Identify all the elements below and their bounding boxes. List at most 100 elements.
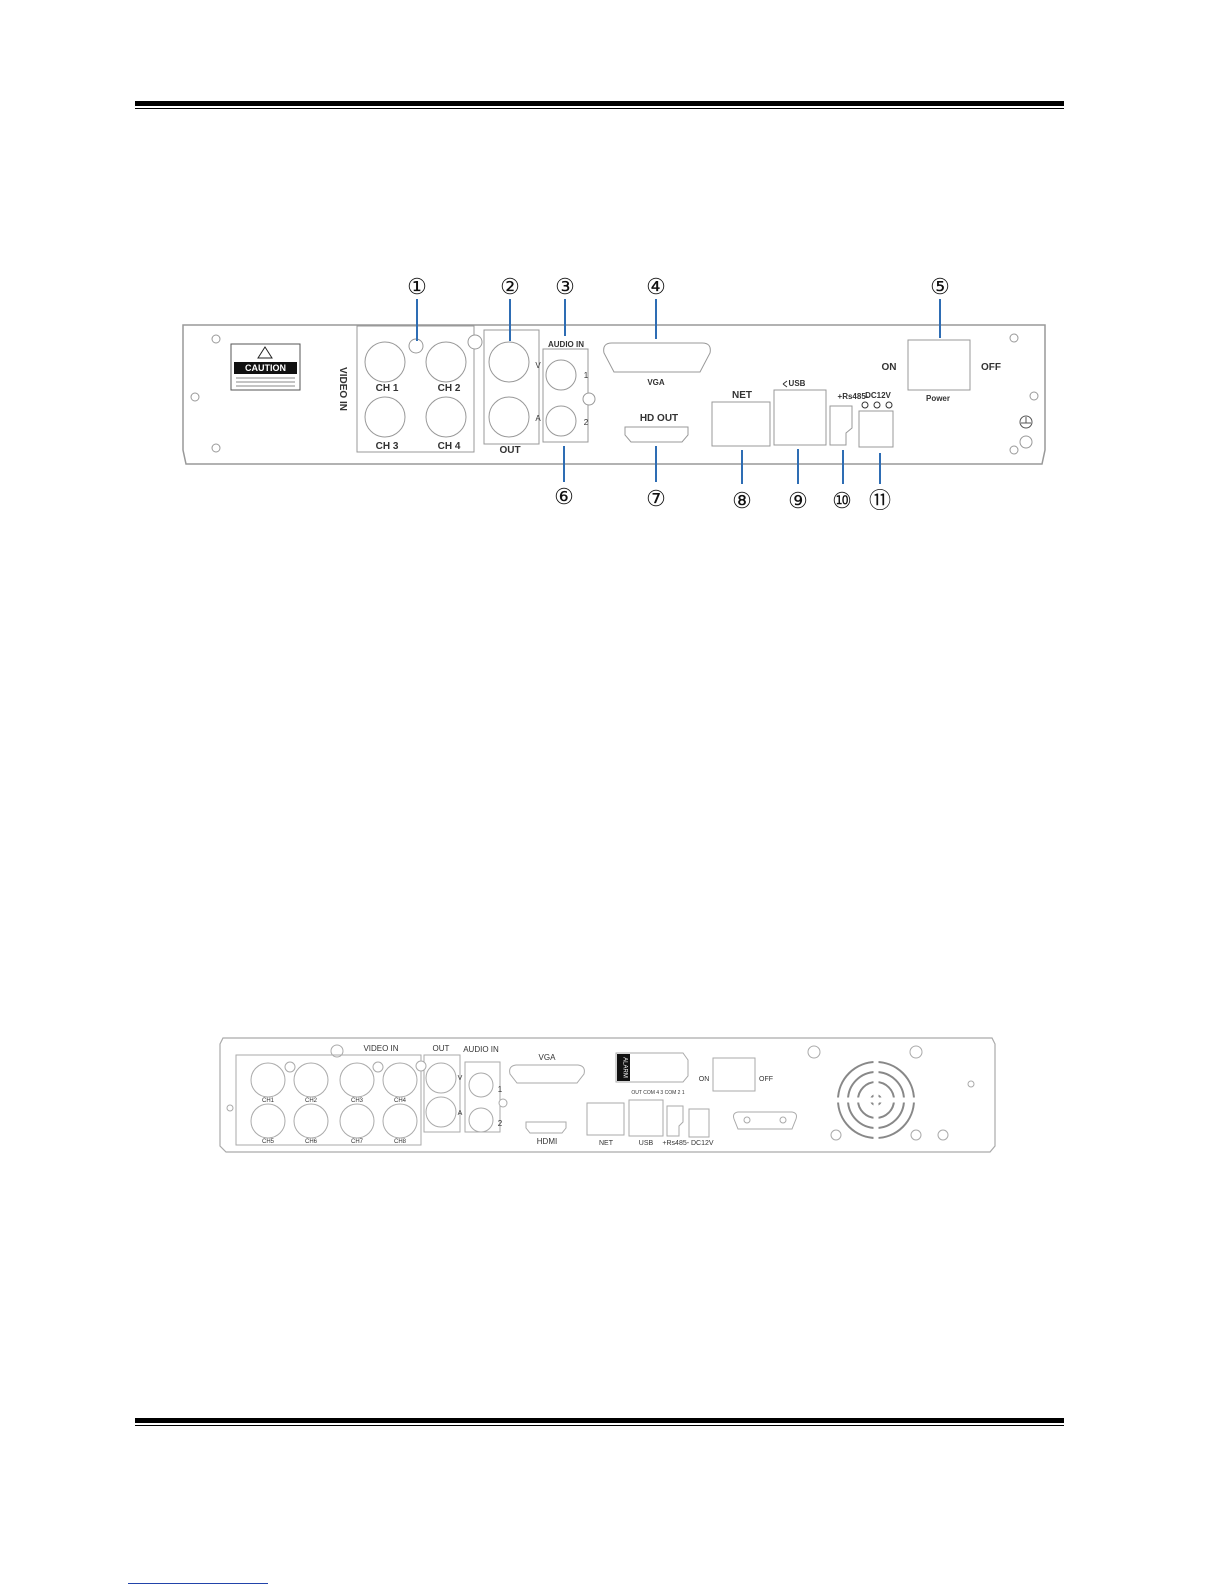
bnc-ch4 (426, 397, 466, 437)
power-switch (713, 1058, 755, 1091)
a-label: A (458, 1110, 463, 1117)
power-switch (908, 340, 970, 390)
callout-7: ⑦ (646, 486, 666, 511)
rca-audio-in-1 (469, 1073, 493, 1097)
footer-underline (128, 1583, 268, 1584)
bnc-ch2 (426, 342, 466, 382)
ch-label: CH4 (394, 1098, 407, 1104)
callout-9: ⑨ (788, 488, 808, 513)
callout-2: ② (500, 274, 520, 299)
a-label: A (535, 414, 541, 423)
led-hole (285, 1062, 295, 1072)
rca-audio-in-2 (469, 1108, 493, 1132)
hdmi-port (526, 1122, 566, 1133)
led-hole (409, 339, 423, 353)
usb-label: USB (639, 1140, 654, 1147)
vga-port (510, 1065, 585, 1083)
vga-label: VGA (647, 378, 665, 387)
net-label: NET (599, 1140, 614, 1147)
ch-label: CH 1 (376, 383, 399, 394)
led-hole (373, 1062, 383, 1072)
callout-1: ① (407, 274, 427, 299)
ch-label: CH5 (262, 1139, 275, 1145)
led-hole (583, 393, 595, 405)
off-label: OFF (759, 1076, 773, 1083)
bnc-ch4 (383, 1063, 417, 1097)
audio-in-label: AUDIO IN (548, 340, 584, 349)
rj45-port (712, 402, 770, 446)
rs485-label: +Rs485- (838, 392, 869, 401)
ch-label: CH3 (351, 1098, 364, 1104)
v-label: V (458, 1075, 463, 1082)
led-hole (499, 1099, 507, 1107)
power-label: Power (926, 394, 950, 403)
v-label: V (535, 361, 541, 370)
led-hole (468, 335, 482, 349)
bnc-ch7 (340, 1104, 374, 1138)
hdmi-label: HDMI (537, 1137, 557, 1146)
rj45-port (587, 1103, 624, 1135)
on-label: ON (882, 362, 897, 373)
usb-label: USB (789, 379, 806, 388)
hd-out-label: HD OUT (640, 413, 678, 424)
ch-label: CH 4 (438, 441, 461, 452)
callout-10: ⑩ (832, 488, 852, 513)
bnc-ch8 (383, 1104, 417, 1138)
usb-port (629, 1100, 663, 1136)
on-label: ON (699, 1076, 710, 1083)
callout-4: ④ (646, 274, 666, 299)
bnc-ch1 (251, 1063, 285, 1097)
ch-label: CH 3 (376, 441, 399, 452)
audio-num: 1 (498, 1085, 503, 1094)
rear-panel-8ch-diagram: VIDEO IN CH1 CH2 CH3 CH4 CH5 CH6 CH7 CH8… (0, 1030, 1225, 1170)
ch-label: CH8 (394, 1139, 407, 1145)
callout-3: ③ (555, 274, 575, 299)
audio-num: 2 (584, 418, 589, 427)
ch-label: CH6 (305, 1139, 318, 1145)
ch-label: CH 2 (438, 383, 461, 394)
header-rule (135, 101, 1064, 109)
caution-label: CAUTION (231, 344, 300, 390)
bnc-audio-out (426, 1097, 456, 1127)
bnc-ch2 (294, 1063, 328, 1097)
bnc-audio-out (489, 397, 529, 437)
usb-port (774, 390, 826, 445)
vga-port (604, 343, 711, 372)
rs485-dc12v-label: +Rs485- DC12V (662, 1140, 713, 1147)
footer-rule (135, 1418, 1064, 1426)
out-label: OUT (499, 445, 520, 456)
audio-in-label: AUDIO IN (463, 1045, 499, 1054)
dc12v-label: DC12V (865, 391, 891, 400)
video-in-label: VIDEO IN (337, 367, 348, 411)
led-hole (416, 1061, 426, 1071)
bnc-video-out (489, 342, 529, 382)
alarm-pins-label: OUT COM 4 3 COM 2 1 (631, 1090, 684, 1096)
audio-num: 2 (498, 1119, 503, 1128)
hdmi-port (625, 427, 688, 442)
audio-num: 1 (584, 371, 589, 380)
ch-label: CH1 (262, 1098, 275, 1104)
off-label: OFF (981, 362, 1001, 373)
bnc-ch6 (294, 1104, 328, 1138)
bnc-ch1 (365, 342, 405, 382)
net-label: NET (732, 390, 752, 401)
video-in-label: VIDEO IN (363, 1044, 398, 1053)
caution-text: CAUTION (245, 363, 286, 373)
vga-label: VGA (539, 1053, 557, 1062)
dc-power-jack (859, 411, 893, 447)
bnc-ch3 (365, 397, 405, 437)
rca-audio-in-1 (546, 360, 576, 390)
serial-port (734, 1112, 797, 1129)
ch-label: CH2 (305, 1098, 318, 1104)
callout-5: ⑤ (930, 274, 950, 299)
bnc-ch5 (251, 1104, 285, 1138)
rca-audio-in-2 (546, 406, 576, 436)
rear-panel-4ch-diagram: CAUTION VIDEO IN CH 1 CH 2 CH 3 CH 4 V A… (0, 260, 1225, 520)
ch-label: CH7 (351, 1139, 364, 1145)
callout-6: ⑥ (554, 484, 574, 509)
dc-power-jack (689, 1109, 709, 1137)
callout-8: ⑧ (732, 488, 752, 513)
bnc-ch3 (340, 1063, 374, 1097)
out-label: OUT (433, 1044, 450, 1053)
callout-11: ⑪ (869, 488, 891, 513)
